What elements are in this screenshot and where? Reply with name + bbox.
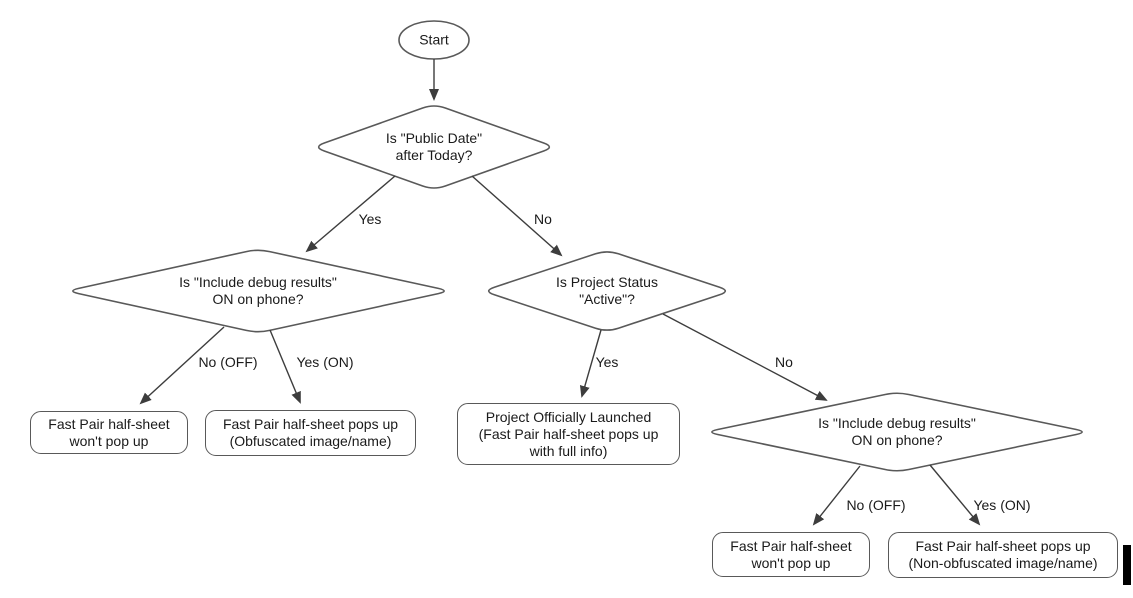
decision-public-date-label: Is "Public Date" after Today? [385,130,483,163]
arrow-d2-yes-on [269,329,301,404]
decision-project-status-shape [487,251,727,331]
edge-label-d1-no: No [534,211,552,227]
edge-label-d2-yes-on: Yes (ON) [296,354,354,370]
edge-label-d3-no: No [775,354,793,370]
edge-label-d2-no-off: No (OFF) [198,354,258,370]
outcome-no-popup-left-box: Fast Pair half-sheet won't pop up [30,411,188,454]
arrow-d4-no-off [812,465,861,526]
connector-arrows [139,59,981,526]
outcome-obfuscated-box: Fast Pair half-sheet pops up (Obfuscated… [205,410,416,456]
arrow-d2-no-off [139,326,225,405]
arrow-d4-yes-on [929,464,981,526]
outcome-launched-box: Project Officially Launched (Fast Pair h… [457,403,680,465]
edge-label-d3-yes: Yes [595,354,619,370]
decision-public-date-shape [317,105,551,189]
edge-label-d1-yes: Yes [358,211,382,227]
arrow-d1-no [471,175,563,257]
decision-debug-right-label: Is "Include debug results" ON on phone? [818,415,976,448]
outcome-no-popup-right-box: Fast Pair half-sheet won't pop up [712,532,870,577]
decision-debug-right-shape [711,392,1083,472]
text-cursor [1123,545,1131,585]
decision-project-status-label: Is Project Status "Active"? [556,274,658,307]
decision-debug-left-label: Is "Include debug results" ON on phone? [179,274,337,307]
arrow-d3-no [662,313,828,401]
arrow-d1-yes [305,175,396,253]
decision-debug-left-shape [72,249,445,333]
edge-label-d4-yes-on: Yes (ON) [973,497,1031,513]
edge-label-d4-no-off: No (OFF) [846,497,906,513]
outcome-non-obfuscated-box: Fast Pair half-sheet pops up (Non-obfusc… [888,532,1118,578]
arrow-d3-yes [579,329,602,398]
start-node-label: Start [419,31,449,48]
